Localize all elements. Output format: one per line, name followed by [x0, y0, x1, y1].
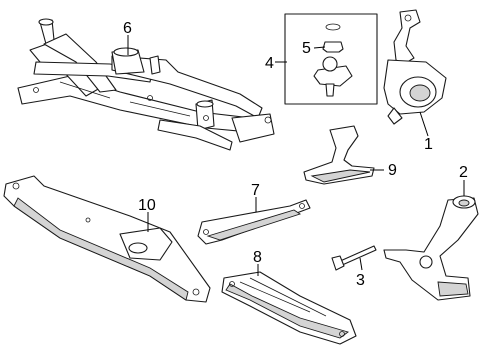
callout-5: 5 [302, 40, 311, 57]
bolt-head-icon [331, 255, 345, 271]
callout-10: 10 [138, 197, 156, 214]
lower-frame-rail [3, 175, 211, 303]
bolt-shank-icon [337, 245, 377, 267]
leader-1 [419, 111, 429, 137]
brace-bar [197, 199, 311, 245]
callout-8: 8 [253, 249, 262, 266]
callout-6: 6 [123, 20, 132, 37]
callout-1: 1 [424, 136, 433, 153]
bolt [331, 245, 377, 271]
callout-labels: 6 4 5 1 9 2 7 10 8 3 [123, 20, 468, 289]
nut-icon [322, 41, 344, 53]
steering-knuckle [383, 9, 447, 125]
subframe-crossmember [17, 18, 275, 151]
callout-4: 4 [265, 55, 274, 72]
callout-2: 2 [459, 164, 468, 181]
skid-plate [221, 271, 357, 345]
callout-7: 7 [251, 182, 260, 199]
lower-bracket [303, 125, 375, 185]
leader-lines [127, 35, 465, 276]
callout-9: 9 [388, 162, 397, 179]
washer-icon [325, 23, 341, 31]
lower-control-arm [383, 195, 479, 301]
ball-joint-icon [313, 65, 353, 87]
leader-5 [313, 46, 326, 49]
ball-joint-inset [284, 13, 378, 105]
callout-3: 3 [356, 272, 365, 289]
leader-3 [359, 257, 363, 271]
